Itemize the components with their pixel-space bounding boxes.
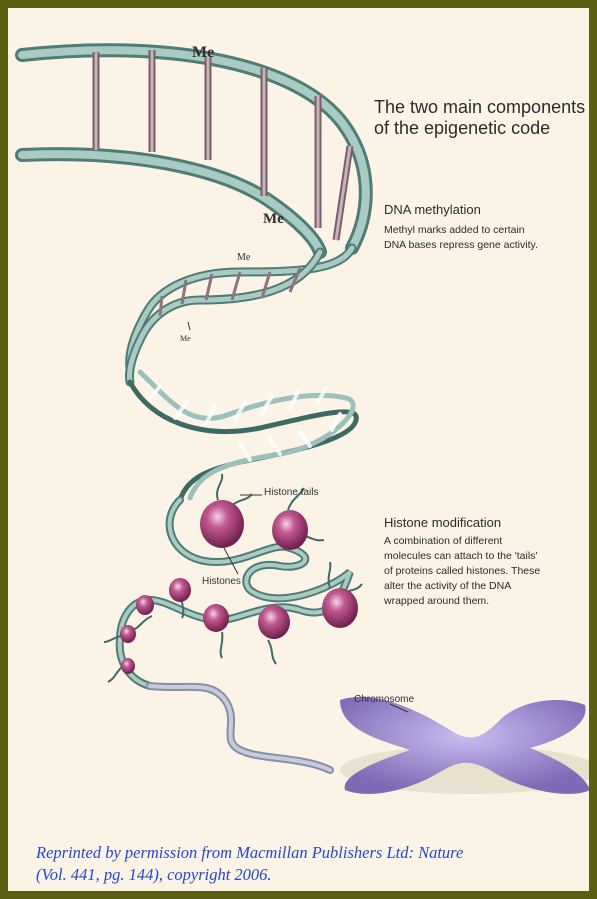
histone-modification-line-3: of proteins called histones. These [384,564,589,579]
me-label-second: Me [263,211,284,228]
histone-tails-label: Histone tails [264,487,318,498]
dna-methylation-block: DNA methylation Methyl marks added to ce… [384,202,589,253]
dna-double-helix [130,372,356,500]
chromosome-shape [340,697,589,794]
figure-heading: The two main components of the epigeneti… [374,97,589,139]
histone-modification-line-2: molecules can attach to the 'tails' [384,549,589,564]
histone-modification-line-4: alter the activity of the DNA [384,579,589,594]
me-label-fourth: Me [180,334,191,343]
credit-line-2: (Vol. 441, pg. 144), copyright 2006. [36,864,576,886]
heading-line-1: The two main components [374,97,589,118]
histone-modification-title: Histone modification [384,515,589,530]
dna-methylation-title: DNA methylation [384,202,589,217]
histone-modification-line-5: wrapped around them. [384,594,589,609]
dna-ladder-medium [129,248,352,382]
heading-line-2: of the epigenetic code [374,118,589,139]
chromosome-label: Chromosome [354,694,414,705]
credit-text: Reprinted by permission from Macmillan P… [36,842,576,886]
histone-modification-block: Histone modification A combination of di… [384,515,589,609]
me-label-top: Me [192,44,214,62]
me-label-third: Me [237,252,250,263]
credit-line-1: Reprinted by permission from Macmillan P… [36,842,576,864]
histones-label: Histones [202,576,241,587]
dna-ladder-large [22,50,366,252]
histone-modification-line-1: A combination of different [384,534,589,549]
dna-methylation-line-1: Methyl marks added to certain [384,223,589,238]
dna-methylation-line-2: DNA bases repress gene activity. [384,238,589,253]
